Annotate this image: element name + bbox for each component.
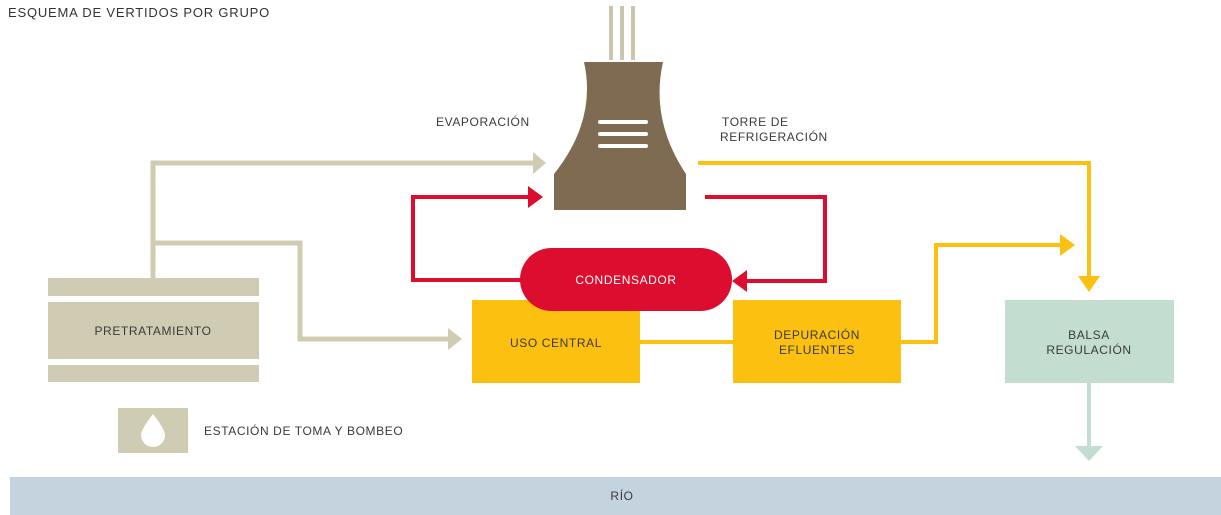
raw-water-flows <box>150 160 535 342</box>
steam-lines-icon <box>609 6 635 60</box>
diagram-title: ESQUEMA DE VERTIDOS POR GRUPO <box>8 5 270 20</box>
arrow-to-balsa <box>1078 276 1100 292</box>
arrow-to-tower <box>533 152 546 174</box>
arrow-to-uso-central <box>448 328 462 350</box>
depuracion-label-line2: EFLUENTES <box>779 343 855 357</box>
condensador-label: CONDENSADOR <box>575 273 676 287</box>
depuracion-block: DEPURACIÓN EFLUENTES <box>733 300 901 383</box>
rio-band: RÍO <box>10 477 1221 515</box>
arrow-red-to-tower <box>528 186 543 208</box>
arrow-to-rio <box>1075 446 1103 461</box>
water-drop-icon <box>141 414 165 447</box>
estacion-legend: ESTACIÓN DE TOMA Y BOMBEO <box>118 408 403 453</box>
balsa-label-line1: BALSA <box>1068 328 1110 342</box>
uso-central-label: USO CENTRAL <box>510 336 602 350</box>
pretratamiento-label: PRETRATAMIENTO <box>94 324 211 338</box>
depuracion-label-line1: DEPURACIÓN <box>774 327 860 342</box>
arrow-yellow-right <box>1060 234 1075 256</box>
effluent-flows <box>640 161 1091 344</box>
condensador-block: CONDENSADOR <box>520 248 732 311</box>
uso-central-block: USO CENTRAL <box>472 300 640 383</box>
cooling-tower-icon <box>554 62 686 210</box>
cooling-circuit-flows <box>411 195 827 283</box>
evaporacion-label: EVAPORACIÓN <box>436 114 530 129</box>
estacion-label: ESTACIÓN DE TOMA Y BOMBEO <box>204 423 403 438</box>
rio-label: RÍO <box>610 488 633 503</box>
arrow-red-to-condensador <box>732 270 747 292</box>
balsa-block: BALSA REGULACIÓN <box>1005 300 1174 383</box>
torre-label-line1: TORRE DE <box>722 115 789 129</box>
pretratamiento-block: PRETRATAMIENTO <box>48 278 259 382</box>
torre-label-line2: REFRIGERACIÓN <box>720 129 828 144</box>
balsa-label-line2: REGULACIÓN <box>1046 342 1131 357</box>
